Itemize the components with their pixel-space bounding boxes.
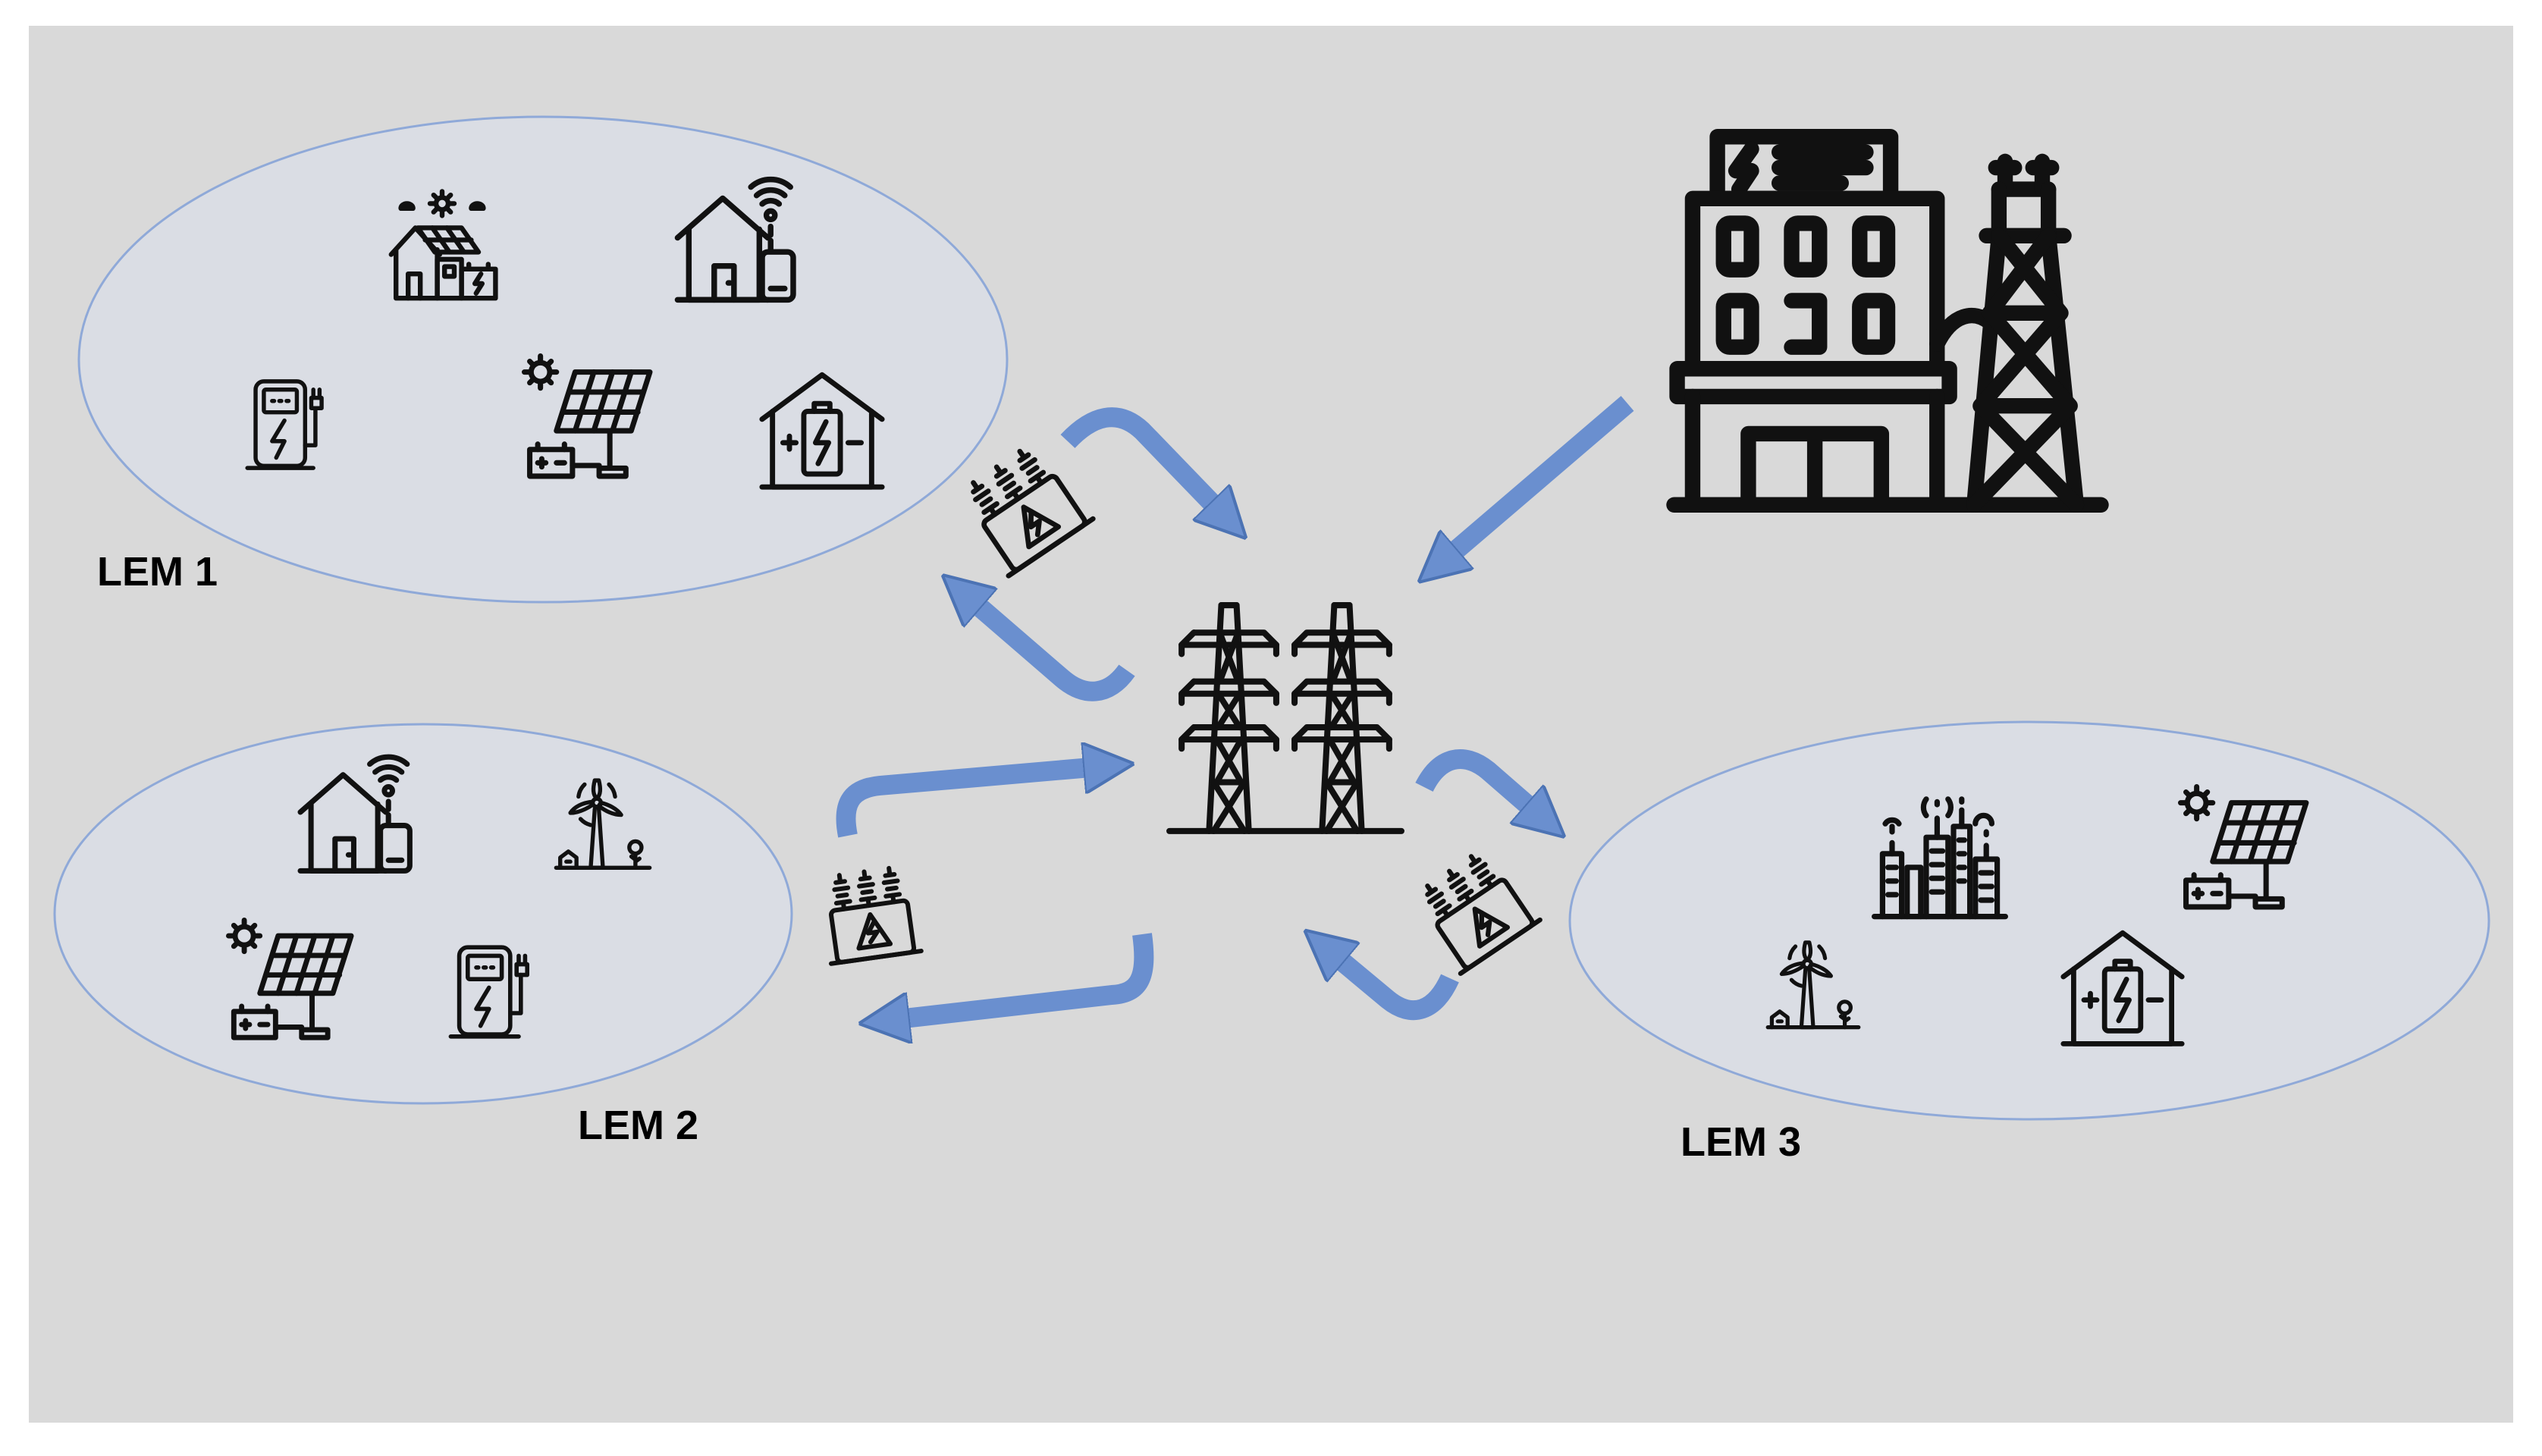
arrow-lem1-to-grid bbox=[1060, 407, 1229, 520]
lem-2-label: LEM 2 bbox=[578, 1103, 698, 1148]
lem-3-ellipse bbox=[1568, 720, 2490, 1121]
lem-1-label: LEM 1 bbox=[97, 549, 218, 595]
arrow-grid-to-lem2 bbox=[884, 933, 1154, 1021]
lem-2-region: LEM 2 bbox=[53, 723, 793, 1148]
lem-3-region: LEM 3 bbox=[1568, 720, 2490, 1165]
lem-3-label: LEM 3 bbox=[1681, 1119, 1801, 1165]
arrow-lem2-to-grid bbox=[836, 766, 1109, 838]
lem-2-ellipse bbox=[53, 723, 793, 1105]
lem-1-region: LEM 1 bbox=[77, 115, 1009, 604]
arrow-grid-to-lem1 bbox=[962, 592, 1135, 701]
arrow-grid-to-lem3 bbox=[1415, 749, 1546, 821]
arrow-plant-to-grid bbox=[1438, 396, 1634, 566]
energy-flow-arrows bbox=[836, 396, 1634, 1021]
arrow-lem3-to-grid bbox=[1324, 946, 1459, 1021]
